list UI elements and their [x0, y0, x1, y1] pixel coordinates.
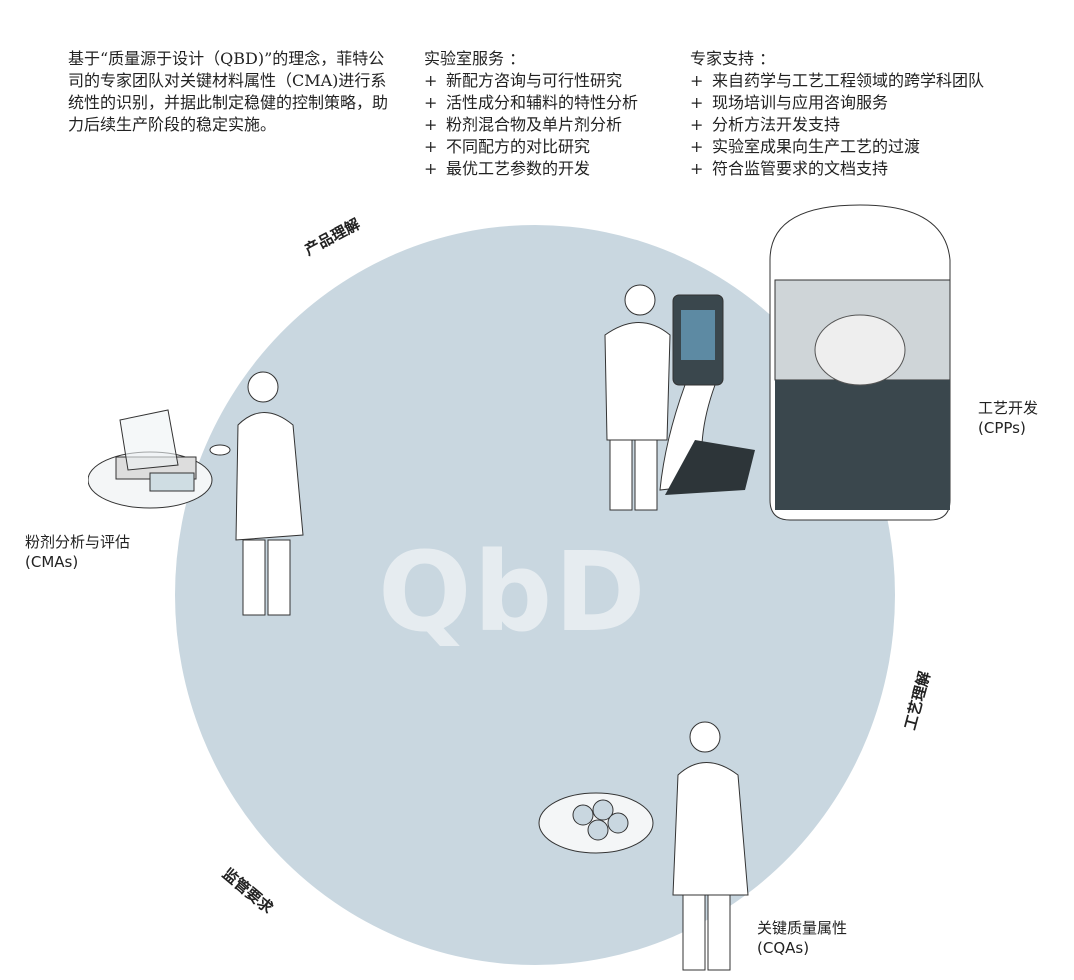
list-item: 实验室成果向生产工艺的过渡	[690, 136, 984, 158]
arc-label-process: 工艺理解	[901, 669, 934, 732]
cpp-name: 工艺开发	[978, 399, 1039, 417]
list-item: 不同配方的对比研究	[424, 136, 638, 158]
cpp-label: 工艺开发 (CPPs)	[978, 398, 1038, 438]
expert-support: 专家支持 ： 来自药学与工艺工程领域的跨学科团队 现场培训与应用咨询服务 分析方…	[690, 48, 984, 180]
tablet-press-illustration	[604, 204, 951, 521]
expert-support-title: 专家支持 ：	[690, 49, 776, 68]
list-item: 来自药学与工艺工程领域的跨学科团队	[690, 70, 984, 92]
balance-scientist-illustration	[88, 371, 304, 616]
intro-text: 基于“质量源于设计（QBD)”的理念，菲特公司的专家团队对关键材料属性（CMA)…	[68, 49, 389, 134]
list-item: 最优工艺参数的开发	[424, 158, 638, 180]
lab-services-title: 实验室服务 ：	[424, 49, 526, 68]
cqa-label: 关键质量属性 (CQAs)	[757, 918, 847, 958]
cma-label: 粉剂分析与评估 (CMAs)	[25, 532, 130, 572]
list-item: 现场培训与应用咨询服务	[690, 92, 984, 114]
cpp-code: (CPPs)	[978, 419, 1026, 437]
list-item: 符合监管要求的文档支持	[690, 158, 984, 180]
cma-name: 粉剂分析与评估	[25, 533, 131, 551]
cqa-name: 关键质量属性	[757, 919, 848, 937]
list-item: 分析方法开发支持	[690, 114, 984, 136]
list-item: 新配方咨询与可行性研究	[424, 70, 638, 92]
cqa-code: (CQAs)	[757, 939, 810, 957]
list-item: 粉剂混合物及单片剂分析	[424, 114, 638, 136]
cma-code: (CMAs)	[25, 553, 79, 571]
petri-dish-scientist-illustration	[538, 721, 749, 971]
arc-label-regulatory: 监管要求	[218, 864, 277, 918]
list-item: 活性成分和辅料的特性分析	[424, 92, 638, 114]
qbd-title: QbD	[378, 528, 648, 656]
lab-services: 实验室服务 ： 新配方咨询与可行性研究 活性成分和辅料的特性分析 粉剂混合物及单…	[424, 48, 638, 180]
arc-label-product: 产品理解	[301, 214, 363, 259]
